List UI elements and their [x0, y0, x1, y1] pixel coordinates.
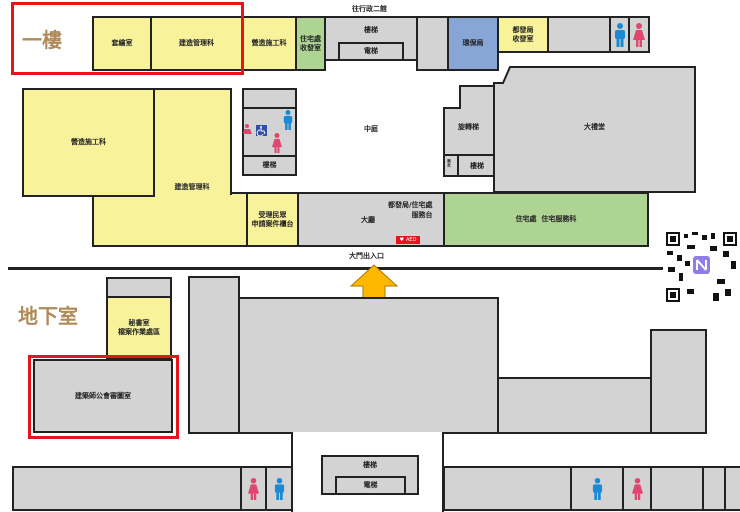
highlight-basement: [28, 355, 179, 439]
room-service-counter[interactable]: 受理民眾 申請案件櫃台: [246, 192, 299, 247]
highlight-first-floor: [11, 2, 244, 75]
male-restroom-icon: [274, 477, 284, 500]
male-restroom-icon: [592, 477, 602, 500]
room-small: 男女: [447, 159, 452, 167]
male-restroom-icon: [283, 110, 293, 130]
restroom-male-basement-right[interactable]: [570, 466, 624, 511]
basement-room-right: [497, 377, 652, 434]
restroom-female-top[interactable]: [628, 16, 650, 53]
restroom-upper: [242, 88, 297, 109]
room-stairs-restroom[interactable]: 樓梯: [242, 155, 297, 176]
room-drawing[interactable]: 套繪室: [92, 16, 152, 71]
room-basement-gray-small: [106, 277, 172, 298]
room-basement-elevator[interactable]: 電梯: [335, 476, 406, 495]
basement-room-far-right: [650, 329, 707, 434]
courtyard-label: 中庭: [364, 125, 378, 133]
floor-divider: [8, 267, 663, 270]
female-restroom-icon: [272, 133, 282, 153]
room-stairs-right[interactable]: 樓梯: [470, 162, 484, 170]
restroom-female-basement-right[interactable]: [622, 466, 652, 511]
room-env-bureau[interactable]: 環保局: [447, 16, 499, 71]
qr-code[interactable]: [665, 231, 738, 303]
aed-icon: ♥: [399, 237, 405, 243]
aed-badge: ♥AED: [396, 236, 420, 244]
room-secretary[interactable]: 秘書室 檔案作業處區: [106, 296, 172, 359]
accessible-icon: [256, 125, 267, 136]
room-housing-mail[interactable]: 住宅處 收發室: [295, 16, 326, 71]
room-auditorium[interactable]: 大禮堂: [584, 123, 605, 131]
room-gray-top: [416, 16, 449, 71]
room-architect-review[interactable]: 建築師公會審圖室: [33, 359, 173, 433]
to-building-2-label: 往行政二館: [352, 5, 387, 13]
female-restroom-icon: [248, 477, 259, 500]
spiral-stairs-outline: [443, 85, 496, 177]
urban-housing-desk-label: 都發局/住宅處 服務台: [388, 201, 433, 219]
room-lobby[interactable]: [297, 192, 445, 247]
room-construction-big[interactable]: 營造施工科: [22, 88, 155, 197]
female-restroom-icon: [633, 22, 645, 47]
floor-label-basement: 地下室: [18, 304, 78, 328]
floor-label-first: 一樓: [22, 28, 62, 52]
room-building-mgmt-big[interactable]: 建造管理科: [152, 88, 232, 195]
family-restroom-icon: [243, 124, 252, 134]
room-spiral-stairs[interactable]: 旋轉梯: [458, 123, 479, 131]
main-entrance-label: 大門出入口: [349, 252, 384, 260]
basement-room-tall: [188, 276, 240, 434]
female-restroom-icon: [631, 477, 643, 500]
male-restroom-icon: [614, 22, 625, 47]
restroom-male-top[interactable]: [609, 16, 630, 53]
restroom-male-basement-left[interactable]: [265, 466, 293, 511]
room-housing-service[interactable]: 住宅處 住宅服務科: [443, 192, 649, 247]
room-construction-top[interactable]: 營造施工科: [241, 16, 297, 71]
room-urban-mail[interactable]: 都發局 收發室: [497, 16, 549, 53]
room-building-mgmt-lower: [92, 192, 248, 247]
basement-room-large: [238, 297, 499, 434]
basement-room-bottom-far-right: [702, 466, 726, 511]
room-elevator-top[interactable]: 電梯: [338, 42, 404, 61]
room-gray-top-right: [547, 16, 611, 53]
restroom-female-basement-left[interactable]: [240, 466, 267, 511]
lobby-label: 大廳: [361, 216, 375, 224]
